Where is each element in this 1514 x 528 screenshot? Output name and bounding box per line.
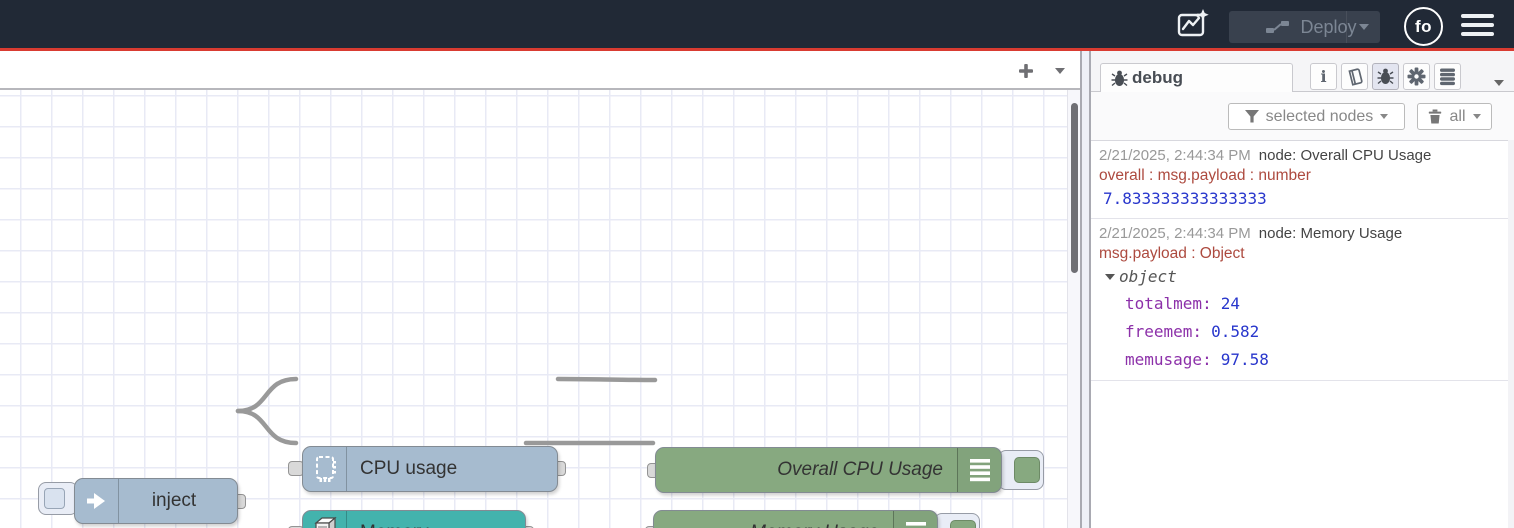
filter-nodes-dropdown[interactable]: selected nodes [1228,103,1405,130]
sidebar-help-button[interactable] [1341,63,1368,90]
message-value: 7.833333333333333 [1103,189,1267,208]
menu-bar [1460,23,1494,27]
debug-toolbar: selected nodes all [1091,92,1514,140]
node-label: Memory Usage [654,511,893,528]
deploy-dropdown[interactable] [1346,11,1380,43]
tab-debug[interactable]: debug [1100,63,1293,92]
node-label: Overall CPU Usage [777,459,943,480]
chevron-down-icon [1055,68,1065,74]
header-bar: Deploy fo [0,0,1514,48]
add-flow-button[interactable] [1014,59,1038,83]
sidebar-context-button[interactable] [1434,63,1461,90]
flow-assistant-icon[interactable] [1174,6,1214,42]
message-property-path: msg.payload : Object [1099,245,1245,262]
flow-tabbar [0,51,1080,90]
object-value: 0.582 [1211,322,1260,341]
node-label: CPU usage [360,458,458,479]
inject-arrow-icon [75,479,119,523]
scrollbar-thumb[interactable] [1071,103,1078,273]
trash-icon [1429,109,1442,124]
message-list-gutter [1508,140,1514,528]
object-value: 97.58 [1220,350,1269,369]
chevron-down-icon [1494,80,1504,86]
filter-label: selected nodes [1265,107,1374,125]
chevron-down-icon [1358,24,1369,30]
server-icon [303,511,347,528]
sidebar-debug-button[interactable] [1372,63,1399,90]
sidebar-tabbar: debug i [1091,51,1514,92]
debug-mem-toggle-inner[interactable] [950,520,976,528]
deploy-button[interactable]: Deploy [1229,11,1380,43]
sidebar-more-dropdown[interactable] [1494,73,1504,91]
debug-list-icon [957,448,1001,492]
node-label: Memory [347,511,525,528]
node-memory[interactable]: Memory [302,510,526,528]
filter-icon [1244,110,1259,123]
node-cpu-usage[interactable]: CPU usage [302,446,558,492]
menu-bar [1460,32,1494,36]
object-label: object [1119,267,1177,286]
sidebar-config-button[interactable] [1403,63,1430,90]
object-expander[interactable]: object [1099,264,1500,290]
sidebar-info-button[interactable]: i [1310,63,1337,90]
deploy-label: Deploy [1300,16,1357,37]
node-label: inject [151,490,197,511]
database-icon [1440,68,1455,86]
object-key: memusage: [1125,350,1212,369]
flow-canvas[interactable]: inject CPU usage [0,90,1067,528]
debug-message[interactable]: 2/21/2025, 2:44:34 PM node: Overall CPU U… [1091,141,1508,219]
message-property-path: overall : msg.payload : number [1099,167,1311,184]
debug-list-icon [893,511,937,528]
book-icon [1347,67,1363,86]
sidebar: debug i [1091,51,1514,528]
sidebar-resize-divider[interactable] [1080,51,1091,528]
node-debug-mem[interactable]: Memory Usage [653,510,938,528]
tab-debug-label: debug [1132,68,1183,87]
clear-messages-dropdown[interactable]: all [1417,103,1492,130]
message-timestamp: 2/21/2025, 2:44:34 PM [1099,147,1251,164]
user-avatar[interactable]: fo [1404,7,1443,46]
object-value: 24 [1220,294,1240,313]
hamburger-menu-icon[interactable] [1460,14,1494,36]
debug-cpu-toggle-inner[interactable] [1014,457,1040,483]
inject-button-inner[interactable] [44,488,65,509]
message-timestamp: 2/21/2025, 2:44:34 PM [1099,225,1251,242]
object-row: memusage: 97.58 [1099,346,1500,374]
chevron-down-icon [1472,114,1481,119]
object-row: freemem: 0.582 [1099,318,1500,346]
flow-list-dropdown[interactable] [1048,59,1072,83]
message-source-node: node: Memory Usage [1258,225,1403,242]
avatar-initials: fo [1414,16,1433,36]
chevron-down-icon [1380,114,1389,119]
info-icon: i [1320,67,1327,86]
clear-label: all [1449,107,1466,125]
canvas-vertical-scrollbar[interactable] [1067,90,1080,528]
bug-icon [1377,68,1394,85]
deploy-nodes-icon [1266,19,1290,35]
message-source-node: node: Overall CPU Usage [1258,147,1432,164]
node-inject[interactable]: inject [74,478,238,524]
debug-message-list: 2/21/2025, 2:44:34 PM node: Overall CPU U… [1091,140,1508,528]
cpu-chip-icon [303,447,347,491]
menu-bar [1460,14,1494,18]
header-accent-line [0,48,1514,51]
object-row: totalmem: 24 [1099,290,1500,318]
chevron-down-icon [1105,274,1115,280]
object-key: freemem: [1125,322,1203,341]
object-key: totalmem: [1125,294,1212,313]
wires [235,376,658,446]
node-debug-cpu[interactable]: Overall CPU Usage [655,447,1002,493]
gear-icon [1407,67,1426,86]
bug-icon [1111,70,1128,86]
